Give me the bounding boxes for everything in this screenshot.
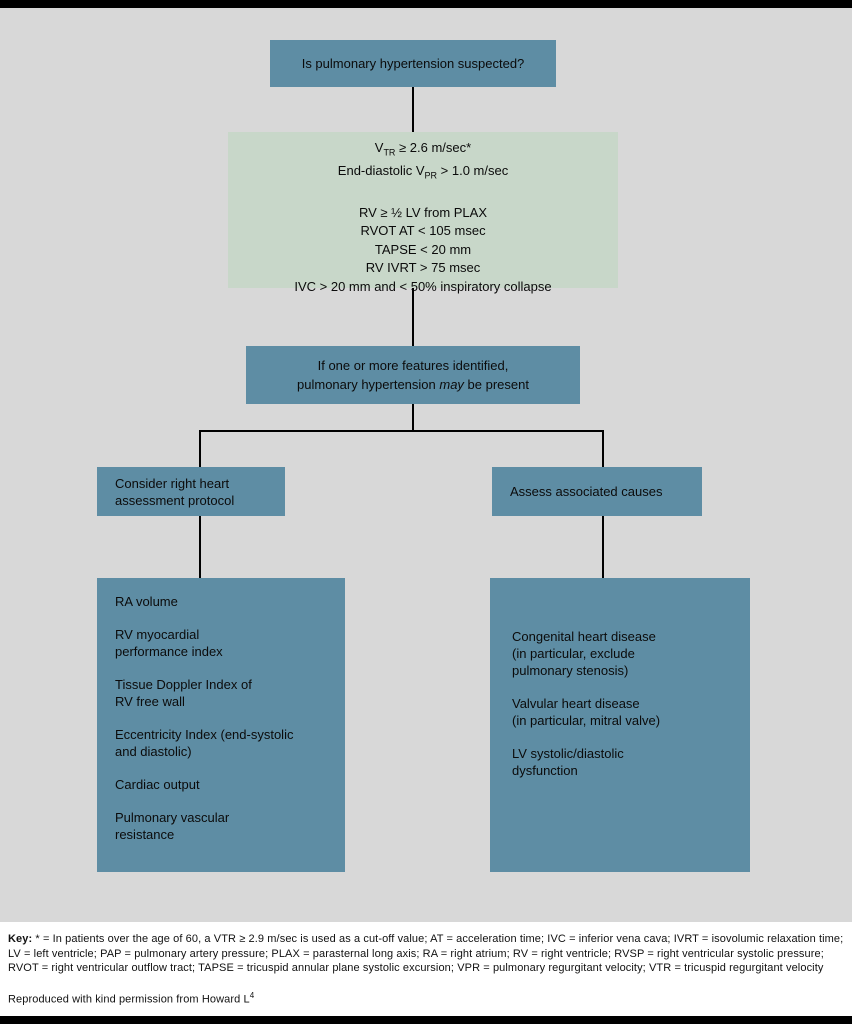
vtr-pre: V <box>374 140 384 155</box>
decision-line2-post: be present <box>463 377 529 392</box>
decision-line-2: pulmonary hypertension may be present <box>246 375 580 394</box>
decision-line2-italic: may <box>439 377 464 392</box>
connector-branch-horizontal <box>199 430 604 432</box>
item-line: (in particular, mitral valve) <box>512 713 661 728</box>
criteria-line: IVC > 20 mm and < 50% inspiratory collap… <box>294 278 552 294</box>
item-line: resistance <box>115 827 175 842</box>
list-item: Eccentricity Index (end-systolic and dia… <box>115 726 327 760</box>
item-line: LV systolic/diastolic <box>512 746 624 761</box>
item-line: (in particular, exclude <box>512 646 635 661</box>
list-item: LV systolic/diastolic dysfunction <box>512 745 730 779</box>
key-label: Key: <box>8 933 33 945</box>
vtr-post: ≥ 2.6 m/sec* <box>395 140 472 155</box>
criteria-box: VTR ≥ 2.6 m/sec* End-diastolic VPR > 1.0… <box>228 132 618 294</box>
connector-decision-stem <box>412 404 414 431</box>
credit-text: Reproduced with kind permission from How… <box>8 993 250 1006</box>
credit-superscript: 4 <box>249 990 255 1000</box>
criteria-line: TAPSE < 20 mm <box>374 241 472 257</box>
decision-line2-pre: pulmonary hypertension <box>297 377 440 392</box>
key-paragraph: Key: * = In patients over the age of 60,… <box>8 932 844 976</box>
list-item: Cardiac output <box>115 776 327 793</box>
item-line: and diastolic) <box>115 744 192 759</box>
right-branch-title-box: Assess associated causes <box>492 467 702 516</box>
item-line: RV free wall <box>115 694 185 709</box>
decision-line-1: If one or more features identified, <box>317 358 509 373</box>
item-line: Pulmonary vascular <box>115 810 230 825</box>
criteria-line-vtr: VTR ≥ 2.6 m/sec* <box>228 139 618 162</box>
associated-causes-box: Congenital heart disease (in particular,… <box>490 578 750 872</box>
list-item: Congenital heart disease (in particular,… <box>512 628 730 679</box>
item-line: Eccentricity Index (end-systolic <box>115 727 294 742</box>
key-text: * = In patients over the age of 60, a VT… <box>8 933 844 974</box>
vpr-post: > 1.0 m/sec <box>437 163 509 179</box>
credit-line: Reproduced with kind permission from How… <box>8 989 844 1007</box>
list-item: Pulmonary vascular resistance <box>115 809 327 843</box>
list-item: RA volume <box>115 593 327 610</box>
item-line: pulmonary stenosis) <box>512 663 629 678</box>
connector-left-title-detail <box>199 516 201 578</box>
decision-box: If one or more features identified, pulm… <box>246 346 580 404</box>
item-line: Cardiac output <box>115 777 200 792</box>
question-text: Is pulmonary hypertension suspected? <box>301 56 525 71</box>
bottom-border-bar <box>0 1016 852 1024</box>
left-title-line: assessment protocol <box>115 492 235 508</box>
list-item: Tissue Doppler Index of RV free wall <box>115 676 327 710</box>
left-title-line: Consider right heart <box>115 475 230 491</box>
criteria-line: RVOT AT < 105 msec <box>360 223 486 239</box>
vpr-pre: End-diastolic V <box>337 163 425 179</box>
connector-criteria-decision <box>412 288 414 346</box>
right-heart-protocol-box: RA volume RV myocardial performance inde… <box>97 578 345 872</box>
top-border-bar <box>0 0 852 8</box>
criteria-line: RV ≥ ½ LV from PLAX <box>358 204 488 220</box>
connector-right-title-detail <box>602 516 604 578</box>
item-line: performance index <box>115 644 223 659</box>
list-item: RV myocardial performance index <box>115 626 327 660</box>
connector-question-criteria <box>412 87 414 132</box>
question-box: Is pulmonary hypertension suspected? <box>270 40 556 87</box>
flowchart-canvas: Is pulmonary hypertension suspected? VTR… <box>0 8 852 922</box>
connector-right-branch-drop <box>602 430 604 467</box>
item-line: RV myocardial <box>115 627 200 642</box>
item-line: RA volume <box>115 594 178 609</box>
footer-key-area: Key: * = In patients over the age of 60,… <box>0 922 852 1016</box>
item-line: Tissue Doppler Index of <box>115 677 252 692</box>
right-title-line: Assess associated causes <box>510 484 663 499</box>
list-item: Valvular heart disease (in particular, m… <box>512 695 730 729</box>
criteria-line: RV IVRT > 75 msec <box>365 260 481 276</box>
item-line: Congenital heart disease <box>512 629 656 644</box>
vpr-subscript: PR <box>424 170 438 181</box>
connector-left-branch-drop <box>199 430 201 467</box>
criteria-line-vpr: End-diastolic VPR > 1.0 m/sec <box>228 162 618 185</box>
left-branch-title-box: Consider right heart assessment protocol <box>97 467 285 516</box>
vtr-subscript: TR <box>383 147 396 158</box>
criteria-spacer <box>228 185 618 204</box>
item-line: Valvular heart disease <box>512 696 640 711</box>
item-line: dysfunction <box>512 763 578 778</box>
